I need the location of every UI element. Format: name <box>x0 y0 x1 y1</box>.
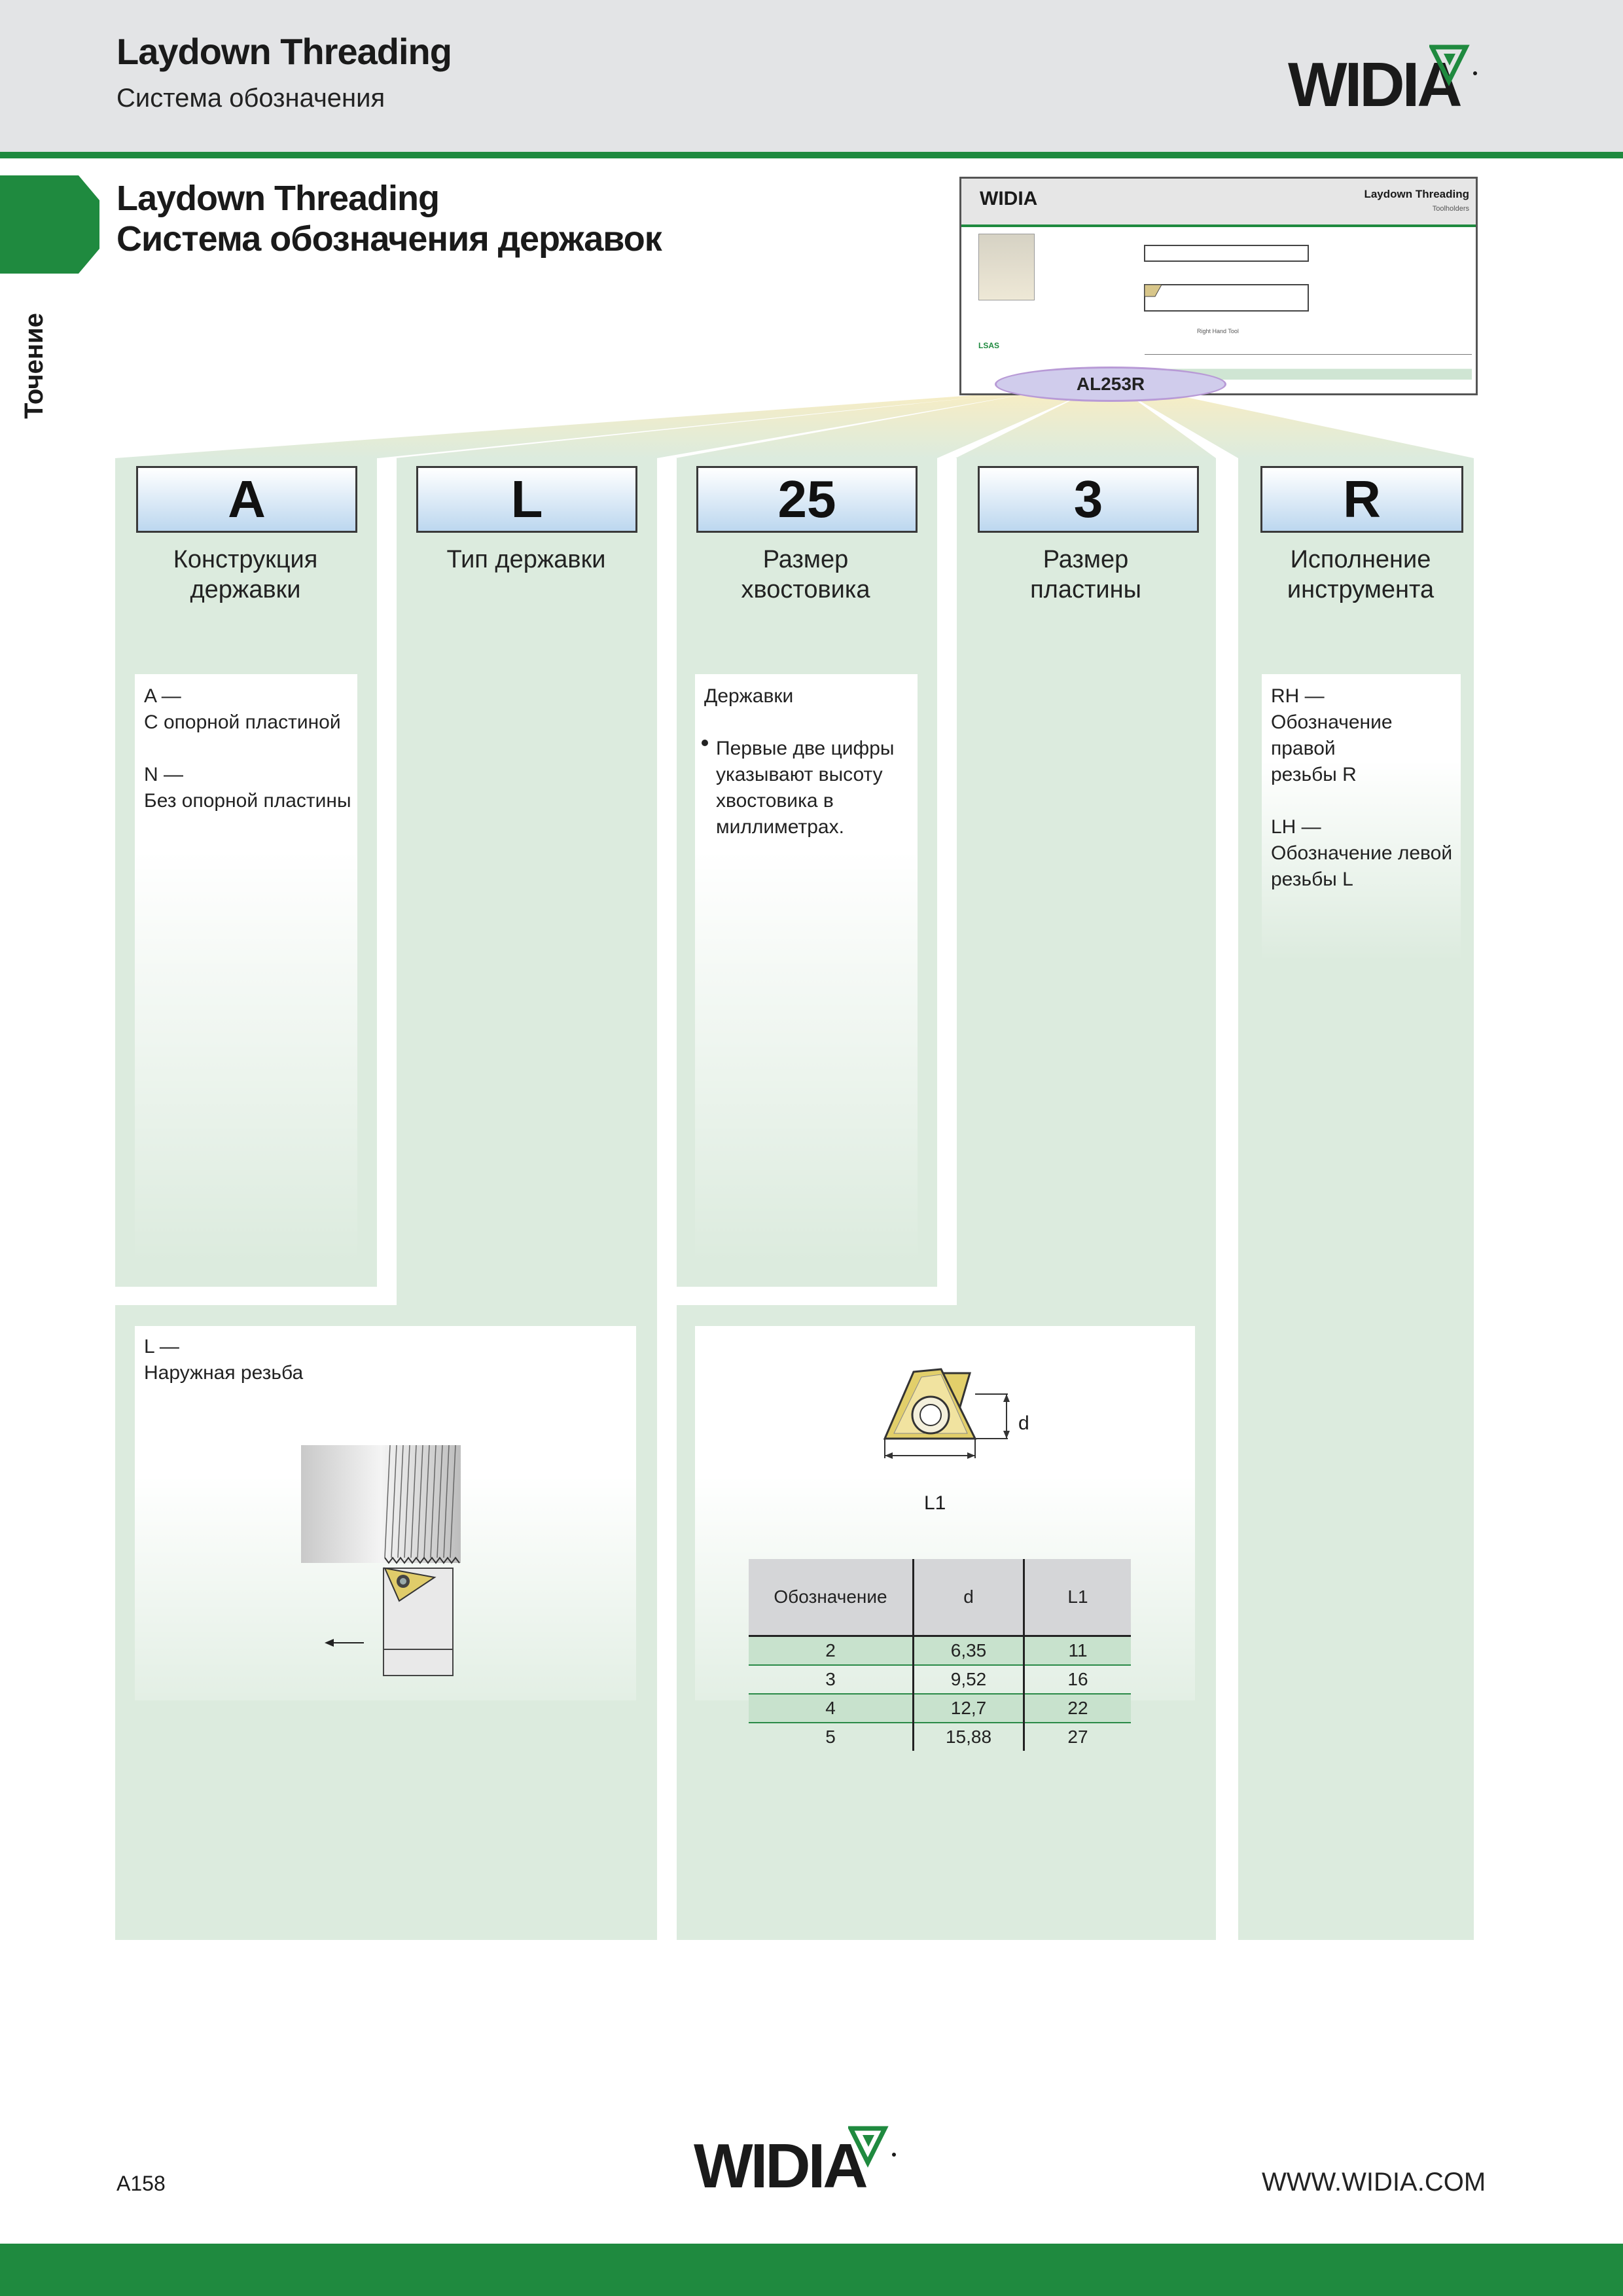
table-cell: 6,35 <box>912 1636 1024 1666</box>
page-number: A158 <box>116 2172 166 2195</box>
column-title-construction: Конструкция державки <box>173 546 318 603</box>
column-title-insert-size: Размер пластины <box>1030 546 1141 603</box>
thumbnail-table <box>1145 354 1472 390</box>
widia-triangle-icon <box>1429 45 1477 86</box>
code-box-holder-type: L <box>416 466 637 533</box>
code-box-shank-size: 25 <box>696 466 918 533</box>
code-box-construction: A <box>136 466 357 533</box>
card-hand-text: RH — Обозначение правой резьбы R LH — Об… <box>1271 685 1453 890</box>
table-cell: 15,88 <box>912 1723 1024 1751</box>
insert-dim-d-label: d <box>1018 1412 1029 1434</box>
column-title-holder-type: Тип державки <box>446 546 606 573</box>
table-header-l1: L1 <box>1023 1559 1131 1637</box>
page-header <box>0 0 1623 152</box>
thumbnail-subtitle: Toolholders <box>1432 205 1469 213</box>
insert-size-table: Обозначение d L1 2 6,35 11 3 9,52 16 4 1… <box>749 1559 1131 1751</box>
example-code-text: AL253R <box>1076 374 1145 394</box>
table-cell: 9,52 <box>912 1665 1024 1695</box>
thumbnail-series-label: LSAS <box>978 341 1000 350</box>
code-box-hand: R <box>1260 466 1463 533</box>
column-title-hand: Исполнение инструмента <box>1287 546 1435 603</box>
header-divider <box>0 152 1623 158</box>
card-shank-size-heading: Державки <box>704 685 794 707</box>
card-construction <box>135 674 357 1263</box>
page-title: Laydown Threading <box>116 179 440 218</box>
header-title: Laydown Threading <box>116 31 452 72</box>
table-cell: 5 <box>825 1727 836 1747</box>
table-cell: 22 <box>1023 1694 1131 1723</box>
card-construction-text: A — С опорной пластиной N — Без опорной … <box>144 685 351 812</box>
table-row: 5 15,88 27 <box>749 1723 1131 1751</box>
header-logo-text: WIDIA <box>1288 50 1463 120</box>
thumbnail-title: Laydown Threading <box>1364 188 1469 200</box>
table-cell: 11 <box>1023 1636 1131 1666</box>
insert-diagram <box>883 1368 1010 1459</box>
card-shank-size <box>695 674 918 1263</box>
fan-connector <box>115 393 1474 458</box>
table-header-designation: Обозначение <box>749 1559 914 1637</box>
widia-triangle-icon <box>848 2126 896 2168</box>
thumbnail-image <box>978 234 1035 300</box>
column-title-shank-size: Размер хвостовика <box>741 546 870 603</box>
card-hand <box>1262 674 1461 962</box>
section-tab <box>0 175 99 274</box>
card-shank-size-bullet: Первые две цифры указывают высоту хвосто… <box>716 738 895 838</box>
card-holder-type-text: L — Наружная резьба <box>144 1336 304 1384</box>
page-subtitle: Система обозначения державок <box>116 219 662 259</box>
insert-dim-l1-label: L1 <box>924 1492 946 1514</box>
bullet-icon <box>702 740 708 746</box>
table-cell: 12,7 <box>912 1694 1024 1723</box>
table-row: 4 12,7 22 <box>749 1694 1131 1723</box>
catalog-page-thumbnail: WIDIA Laydown Threading Toolholders Righ… <box>959 177 1478 395</box>
footer-bar <box>0 2244 1623 2296</box>
table-row: 2 6,35 11 <box>749 1636 1131 1666</box>
example-code-badge: AL253R <box>995 367 1226 402</box>
thumbnail-drawing <box>1144 245 1309 312</box>
thumbnail-logo: WIDIA <box>980 188 1038 209</box>
footer-logo-text: WIDIA <box>694 2131 868 2201</box>
table-cell: 3 <box>749 1665 914 1695</box>
header-logo: WIDIA <box>1288 45 1477 117</box>
external-thread-illustration <box>301 1444 461 1676</box>
header-subtitle: Система обозначения <box>116 84 385 113</box>
footer-logo: WIDIA <box>694 2126 896 2198</box>
table-cell: 16 <box>1023 1665 1131 1695</box>
table-cell: 27 <box>1023 1723 1131 1751</box>
table-cell: 2 <box>749 1636 914 1666</box>
table-row: 3 9,52 16 <box>749 1665 1131 1695</box>
table-header-d: d <box>912 1559 1024 1637</box>
table-header-row: Обозначение d L1 <box>749 1559 1131 1637</box>
code-box-insert-size: 3 <box>978 466 1199 533</box>
table-cell: 4 <box>749 1694 914 1723</box>
footer-url[interactable]: WWW.WIDIA.COM <box>1262 2168 1486 2197</box>
thumbnail-view-caption: Right Hand Tool <box>1197 328 1239 334</box>
